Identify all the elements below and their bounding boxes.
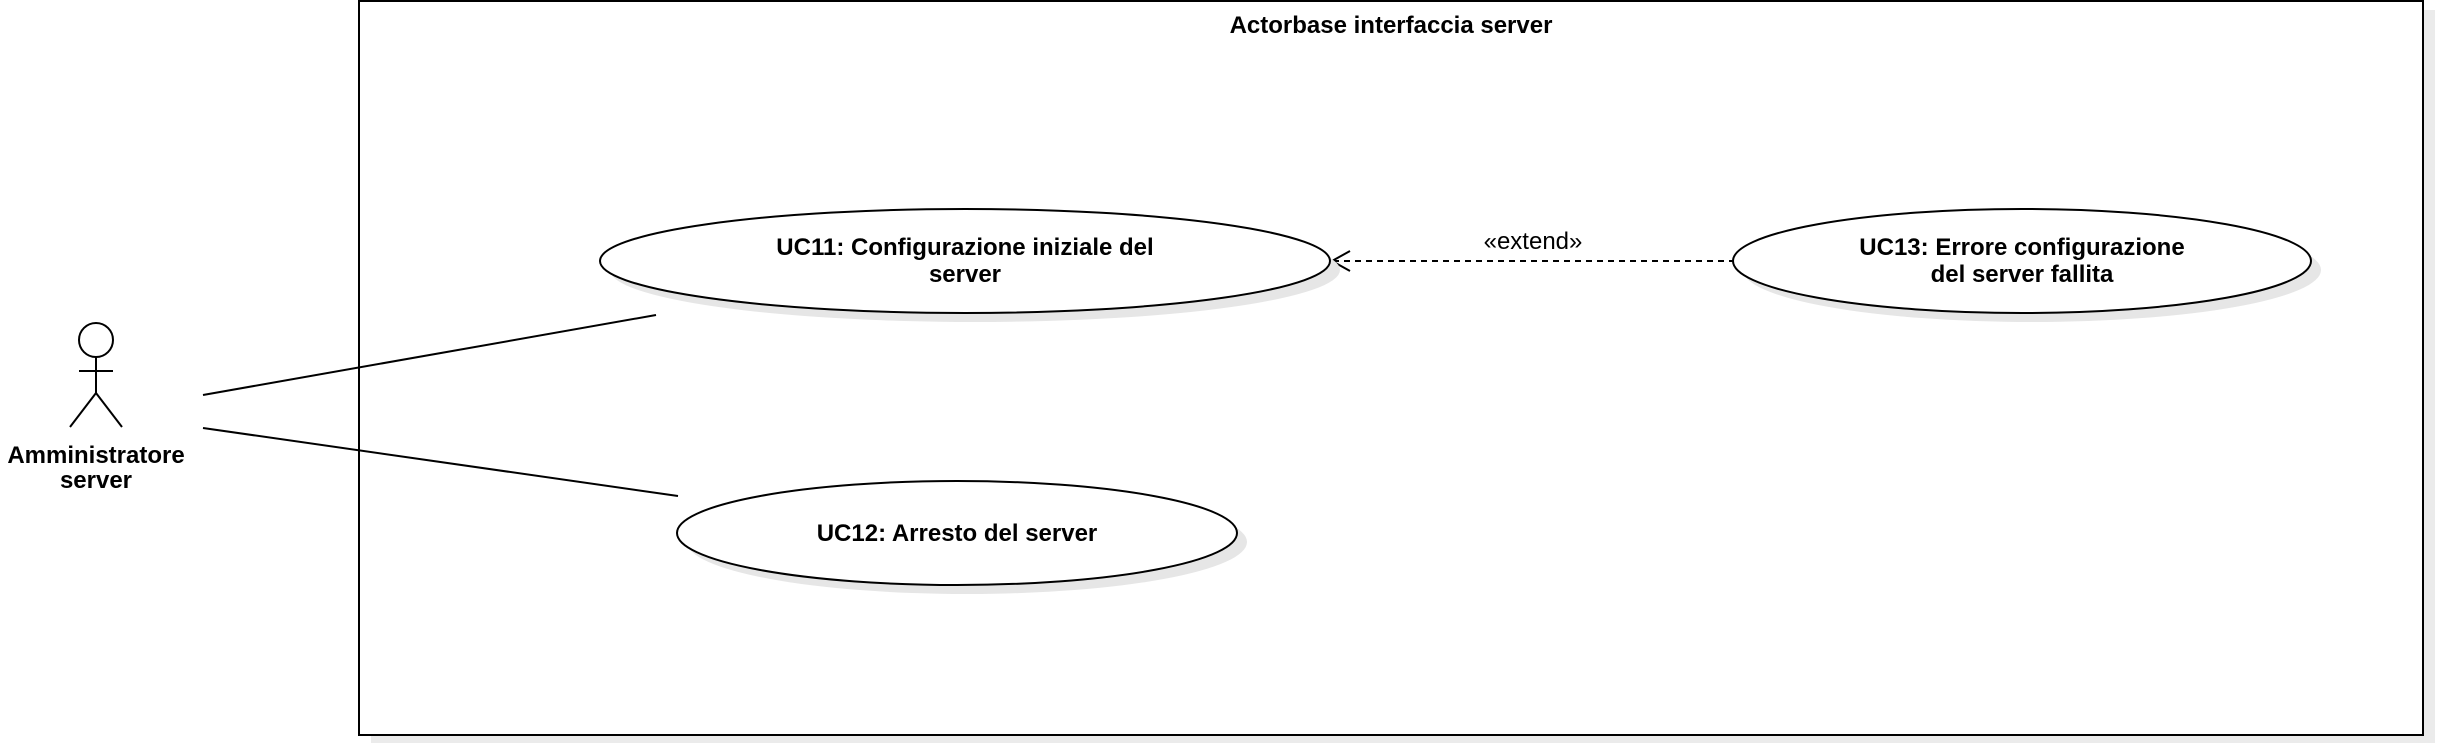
uc11-label-line2: server [929, 261, 1001, 288]
association-actor-uc12 [202, 427, 679, 497]
uc13-ellipse [1732, 208, 2312, 314]
association-actor-uc11 [202, 314, 657, 396]
extend-relation: «extend» [1329, 228, 1735, 272]
system-boundary: Actorbase interfaccia server [358, 0, 2435, 743]
uc12-label: UC12: Arresto del server [817, 520, 1098, 547]
uc11-label-line1: UC11: Configurazione iniziale del [776, 234, 1153, 261]
actor-name-line2: server [60, 467, 132, 494]
uc11-ellipse [599, 208, 1331, 314]
use-case-uc13[interactable]: UC13: Errore configurazione del server f… [1732, 208, 2321, 322]
actor-head [78, 322, 114, 358]
actor-right-leg [95, 392, 123, 428]
actor-amministratore-server[interactable]: Amministratore server [7, 322, 185, 494]
uc12-ellipse [676, 480, 1238, 586]
actor-name-line1: Amministratore [7, 442, 184, 469]
system-title: Actorbase interfaccia server [1230, 12, 1553, 39]
use-case-uc12[interactable]: UC12: Arresto del server [676, 480, 1247, 594]
system-boundary-box [358, 0, 2424, 736]
use-case-uc11[interactable]: UC11: Configurazione iniziale del server [599, 208, 1340, 322]
extend-label: «extend» [1484, 228, 1583, 255]
uc13-label-line1: UC13: Errore configurazione [1859, 234, 2184, 261]
uc13-label-line2: del server fallita [1931, 261, 2114, 288]
actor-left-leg [69, 392, 97, 428]
